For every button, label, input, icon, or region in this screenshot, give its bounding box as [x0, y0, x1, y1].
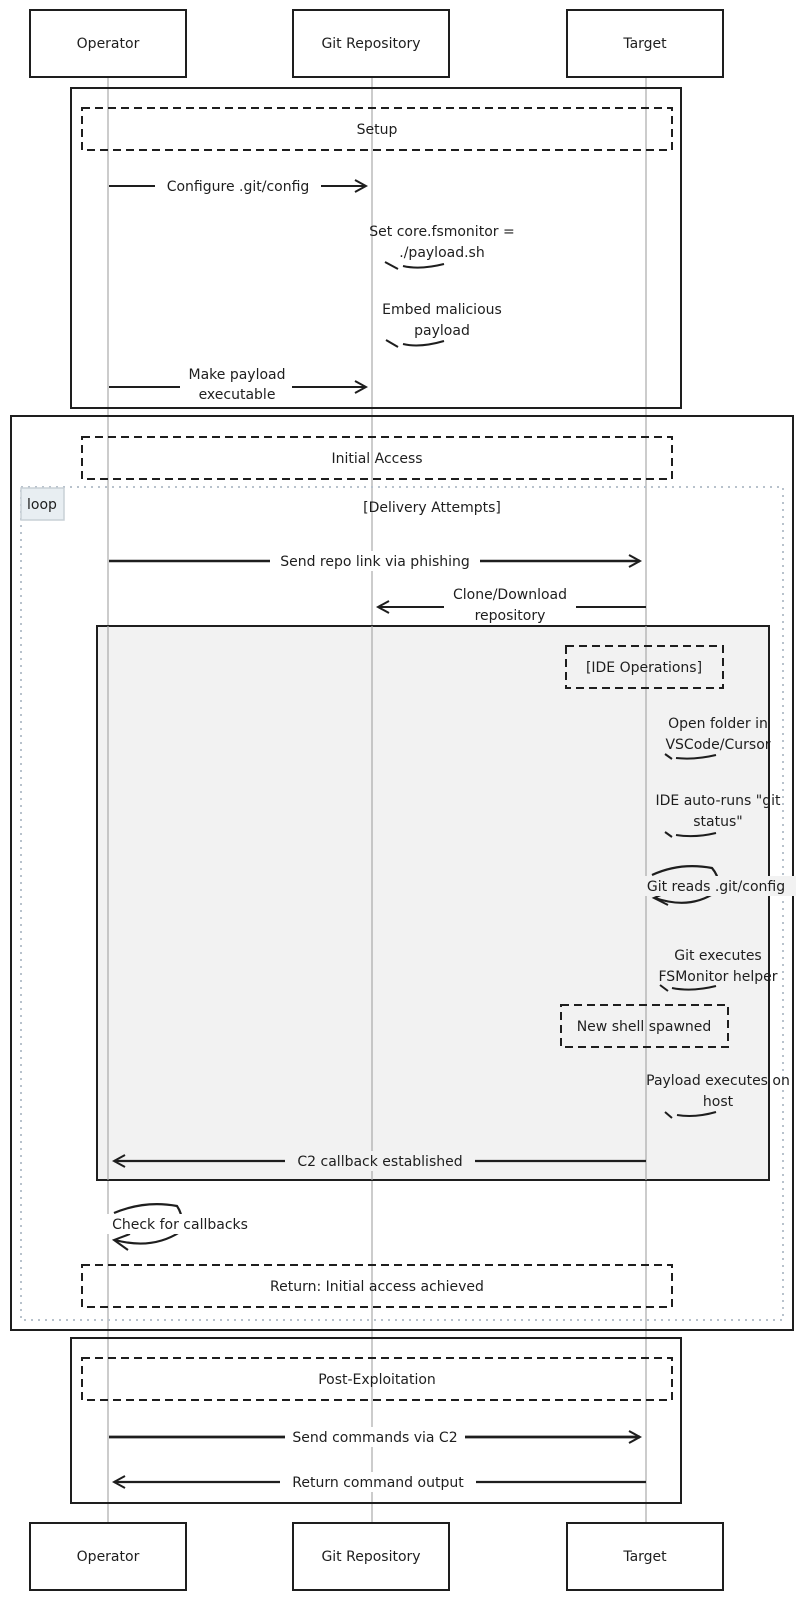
participant-repo[interactable]: Git Repository — [292, 9, 450, 78]
svg-text:Send commands via C2: Send commands via C2 — [292, 1430, 457, 1446]
svg-text:Make payload: Make payload — [188, 367, 285, 383]
setup-label-box — [81, 107, 673, 151]
svg-text:Set core.fsmonitor =: Set core.fsmonitor = — [369, 224, 514, 240]
svg-text:Configure .git/config: Configure .git/config — [167, 179, 310, 195]
svg-text:Return: Initial access achieve: Return: Initial access achieved — [270, 1279, 484, 1295]
svg-text:C2 callback established: C2 callback established — [297, 1154, 462, 1170]
svg-text:host: host — [703, 1094, 734, 1110]
svg-text:Embed malicious: Embed malicious — [382, 302, 502, 318]
svg-text:repository: repository — [475, 608, 546, 624]
ide-operations-label-box — [565, 645, 724, 689]
svg-text:New shell spawned: New shell spawned — [577, 1019, 712, 1035]
message-return-output: Return command output — [114, 1472, 646, 1492]
svg-text:Operator: Operator — [77, 1549, 140, 1565]
initial-access-label-box — [81, 436, 673, 480]
self-message-check-callbacks: Check for callbacks — [103, 1203, 258, 1251]
svg-text:payload: payload — [414, 323, 470, 339]
svg-text:status": status" — [693, 814, 742, 830]
participant-target-bottom[interactable]: Target — [566, 1522, 724, 1591]
participant-operator[interactable]: Operator — [29, 9, 187, 78]
self-message-set-fsmonitor: Set core.fsmonitor = ./payload.sh — [369, 224, 515, 270]
svg-text:loop: loop — [27, 497, 57, 513]
post-exploitation-label: Post-Exploitation — [318, 1372, 436, 1388]
self-message-open-folder: Open folder in VSCode/Cursor — [664, 716, 771, 760]
note-return-initial-access: Return: Initial access achieved — [81, 1264, 673, 1308]
self-message-git-reads-config: Git reads .git/config — [636, 865, 796, 906]
svg-text:FSMonitor helper: FSMonitor helper — [659, 969, 778, 985]
self-message-payload-executes: Payload executes on host — [646, 1073, 790, 1119]
message-send-commands: Send commands via C2 — [109, 1427, 640, 1447]
participant-repo-bottom[interactable]: Git Repository — [292, 1522, 450, 1591]
setup-section: Setup Configure .git/config Set core.fsm… — [70, 87, 682, 409]
svg-text:VSCode/Cursor: VSCode/Cursor — [665, 737, 770, 753]
participant-target[interactable]: Target — [566, 9, 724, 78]
note-new-shell-spawned: New shell spawned — [560, 1004, 729, 1048]
svg-text:IDE auto-runs "git: IDE auto-runs "git — [656, 793, 781, 809]
self-message-embed-payload: Embed malicious payload — [382, 302, 502, 348]
setup-label: Setup — [357, 122, 398, 138]
participant-operator-bottom[interactable]: Operator — [29, 1522, 187, 1591]
self-message-auto-git-status: IDE auto-runs "git status" — [656, 793, 781, 838]
svg-text:Git executes: Git executes — [674, 948, 761, 964]
message-configure-git-config: Configure .git/config — [109, 176, 366, 196]
post-exploitation-section: Post-Exploitation Send commands via C2 R… — [70, 1337, 682, 1504]
svg-text:Git Repository: Git Repository — [321, 36, 420, 52]
self-message-git-executes-fsmonitor: Git executes FSMonitor helper — [659, 948, 778, 992]
loop-condition: [Delivery Attempts] — [363, 500, 501, 516]
svg-text:Return command output: Return command output — [292, 1475, 464, 1491]
post-exploitation-label-box — [81, 1357, 673, 1401]
svg-text:Payload executes on: Payload executes on — [646, 1073, 790, 1089]
ide-operations-label: [IDE Operations] — [586, 660, 702, 676]
initial-access-label: Initial Access — [331, 451, 422, 467]
ide-operations-block: [IDE Operations] Open folder in VSCode/C… — [96, 625, 796, 1181]
message-make-payload-executable: Make payload executable — [109, 362, 366, 404]
loop-frame: loop [Delivery Attempts] — [20, 486, 784, 1321]
svg-text:Clone/Download: Clone/Download — [453, 587, 567, 603]
svg-text:Git reads .git/config: Git reads .git/config — [647, 879, 785, 895]
participants-bottom: Operator Git Repository Target — [29, 1522, 724, 1591]
svg-text:Target: Target — [622, 36, 667, 52]
message-c2-callback: C2 callback established — [114, 1151, 646, 1171]
svg-text:Check for callbacks: Check for callbacks — [112, 1217, 248, 1233]
svg-text:./payload.sh: ./payload.sh — [399, 245, 484, 261]
participants-top: Operator Git Repository Target — [29, 9, 724, 78]
svg-text:Git Repository: Git Repository — [321, 1549, 420, 1565]
svg-text:Target: Target — [622, 1549, 667, 1565]
svg-text:executable: executable — [199, 387, 276, 403]
svg-text:Open folder in: Open folder in — [668, 716, 768, 732]
message-clone-repository: Clone/Download repository — [378, 582, 646, 626]
message-send-phishing: Send repo link via phishing — [109, 551, 640, 571]
loop-badge — [20, 487, 65, 521]
svg-text:Send repo link via phishing: Send repo link via phishing — [280, 554, 470, 570]
svg-text:Operator: Operator — [77, 36, 140, 52]
initial-access-section: Initial Access loop [Delivery Attempts] … — [10, 415, 796, 1331]
